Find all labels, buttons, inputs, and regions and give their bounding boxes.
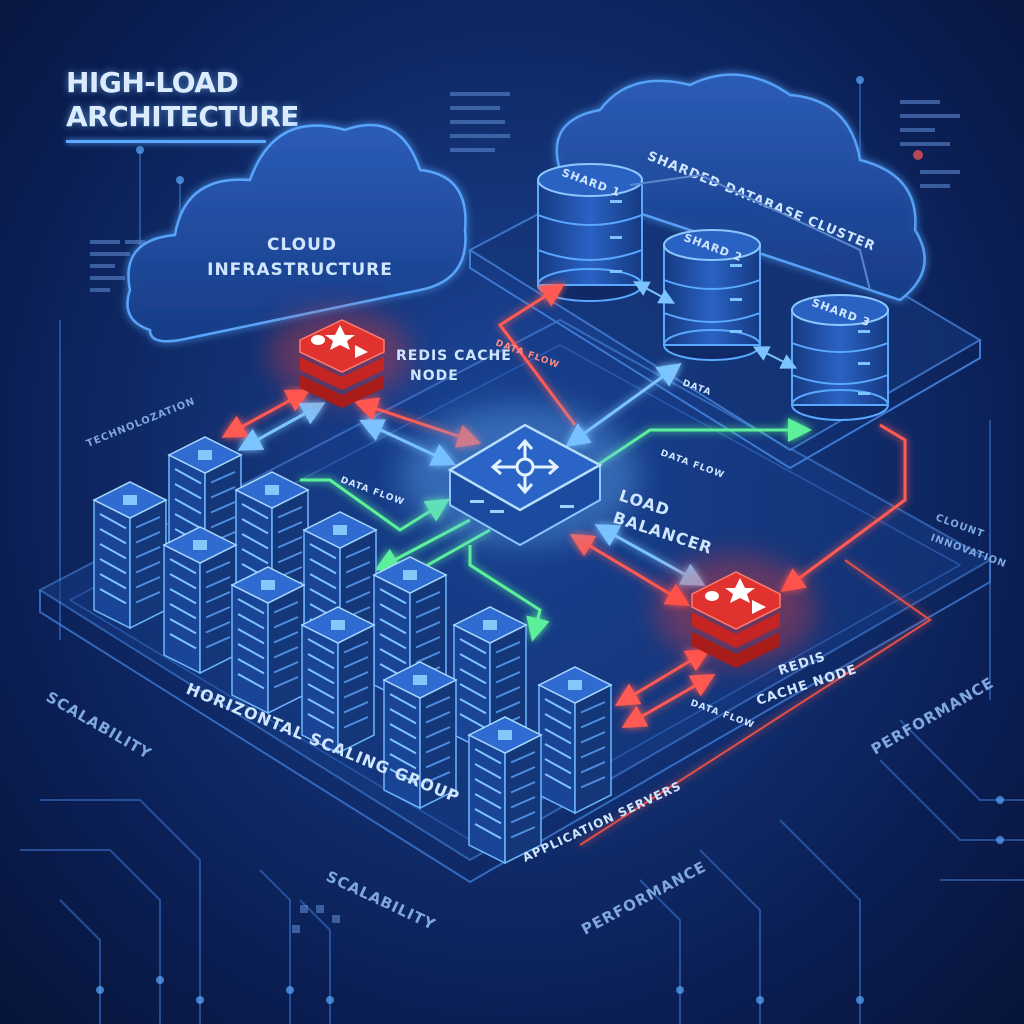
database-cloud-icon	[555, 73, 926, 302]
redis-top-label-2: NODE	[410, 368, 459, 384]
database-shard-2[interactable]: SHARD 2	[663, 229, 761, 361]
server-rack-icon[interactable]	[537, 666, 613, 815]
database-shard-3[interactable]: SHARD 3	[791, 294, 889, 421]
server-rack-icon[interactable]	[452, 606, 528, 755]
four-arrows-hub-icon	[490, 438, 560, 495]
title-line-1: HIGH-LOAD	[66, 66, 239, 99]
page-title: HIGH-LOAD ARCHITECTURE	[66, 66, 299, 143]
server-rack-icon[interactable]	[92, 481, 168, 630]
horizontal-scaling-group	[92, 436, 613, 865]
server-rack-icon[interactable]	[382, 661, 458, 810]
redis-cache-node-top[interactable]	[270, 310, 410, 408]
circuit-dots	[96, 76, 1004, 1004]
scalability-left-label: SCALABILITY	[43, 688, 155, 763]
redis-top-label-1: REDIS CACHE	[396, 348, 512, 364]
server-rack-icon[interactable]	[467, 716, 543, 865]
redis-logo-icon	[299, 319, 385, 408]
cloud-label-line-1: CLOUD	[267, 235, 337, 255]
server-rack-icon[interactable]	[230, 566, 306, 715]
title-underline	[66, 140, 266, 143]
technology-label: TECHNOLOZATION	[85, 396, 197, 450]
server-rack-icon[interactable]	[162, 526, 238, 675]
cloud-icon	[126, 123, 467, 343]
shard-connectors	[629, 173, 871, 369]
decorative-code-bars	[90, 92, 960, 933]
database-shard-1[interactable]: SHARD 1	[537, 163, 643, 302]
scalability-bottom-label: SCALABILITY	[323, 867, 438, 934]
redis-logo-icon	[691, 571, 781, 668]
redis-cache-node-bottom[interactable]	[655, 555, 815, 668]
load-balancer[interactable]	[400, 405, 640, 547]
cloud-label-line-2: INFRASTRUCTURE	[207, 260, 393, 280]
performance-right-label: PERFORMANCE	[868, 674, 997, 759]
server-rack-icon[interactable]	[300, 606, 376, 755]
performance-bottom-label: PERFORMANCE	[578, 858, 709, 939]
title-line-2: ARCHITECTURE	[66, 100, 299, 133]
